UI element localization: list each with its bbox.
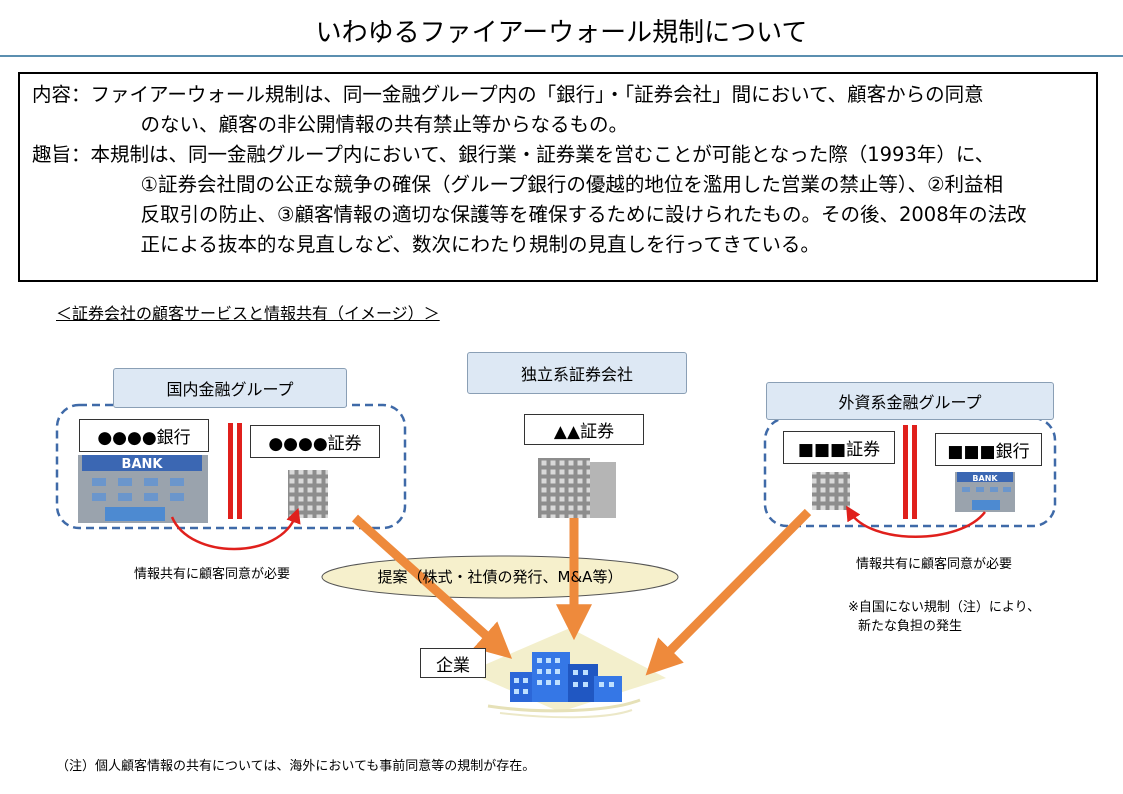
consent-note-left: 情報共有に顧客同意が必要 [134, 567, 291, 582]
foreign-bank-building-icon: BANK [955, 472, 1015, 512]
purpose-line: 反取引の防止、③顧客情報の適切な保護等を確保するために設けられたもの。その後、2… [140, 203, 1027, 226]
domestic-bank-building-icon: BANK [78, 455, 208, 523]
purpose-line: 正による抜本的な見直しなど、数次にわたり規制の見直しを行ってきている。 [140, 233, 820, 256]
footnote: （注）個人顧客情報の共有については、海外においても事前同意等の規制が存在。 [56, 759, 536, 774]
independent-securities-building-icon [538, 458, 616, 518]
bank-sign: BANK [122, 457, 164, 472]
independent-securities-box: ▲▲証券 [524, 414, 644, 445]
page-title: いわゆるファイアーウォール規制について [315, 18, 808, 48]
consent-arrow-right [846, 505, 986, 538]
bank-sign: BANK [972, 474, 998, 483]
domestic-securities-box: ●●●●証券 [250, 425, 380, 458]
content-line: のない、顧客の非公開情報の共有禁止等からなるもの。 [140, 113, 629, 136]
content-line: ファイアーウォール規制は、同一金融グループ内の「銀行」・「証券会社」間において、… [90, 83, 984, 106]
purpose-definition: 趣旨： 本規制は、同一金融グループ内において、銀行業・証券業を営むことが可能とな… [32, 140, 1086, 260]
company-buildings-icon [510, 652, 622, 702]
foreign-group-label: 外資系金融グループ [766, 382, 1054, 420]
foreign-securities-building-icon [812, 472, 850, 510]
foreign-securities-box: ■■■証券 [783, 431, 895, 464]
domestic-bank-box: ●●●●銀行 [79, 419, 209, 452]
foreign-note-line: ※自国にない規制（注）により、 [848, 600, 1041, 615]
proposal-label: 提案（株式・社債の発行、M&A等） [377, 568, 623, 586]
domestic-securities-building-icon [288, 470, 328, 518]
consent-note-right: 情報共有に顧客同意が必要 [856, 557, 1013, 572]
foreign-burden-note: ※自国にない規制（注）により、 新たな負担の発生 [848, 598, 1040, 636]
purpose-label: 趣旨： [32, 143, 91, 166]
independent-group-label: 独立系証券会社 [467, 352, 687, 394]
content-label: 内容： [32, 83, 91, 106]
purpose-line: ①証券会社間の公正な競争の確保（グループ銀行の優越的地位を濫用した営業の禁止等）… [140, 173, 1004, 196]
arrow-domestic-to-company [351, 514, 513, 659]
foreign-firewall [903, 425, 917, 519]
diagram-subtitle: ＜証券会社の顧客サービスと情報共有（イメージ）＞ [56, 304, 440, 323]
purpose-line: 本規制は、同一金融グループ内において、銀行業・証券業を営むことが可能となった際（… [90, 143, 995, 166]
consent-arrow-left [170, 507, 301, 551]
summary-box: 内容： ファイアーウォール規制は、同一金融グループ内の「銀行」・「証券会社」間に… [18, 72, 1098, 282]
foreign-note-line: 新たな負担の発生 [858, 619, 963, 634]
foreign-bank-box: ■■■銀行 [935, 433, 1042, 466]
domestic-group-label: 国内金融グループ [113, 368, 347, 408]
company-box: 企業 [420, 648, 486, 678]
content-definition: 内容： ファイアーウォール規制は、同一金融グループ内の「銀行」・「証券会社」間に… [32, 80, 1086, 140]
domestic-group-frame [55, 403, 407, 530]
domestic-firewall [228, 423, 242, 519]
arrow-foreign-to-company [645, 508, 812, 676]
title-rule [0, 55, 1123, 57]
